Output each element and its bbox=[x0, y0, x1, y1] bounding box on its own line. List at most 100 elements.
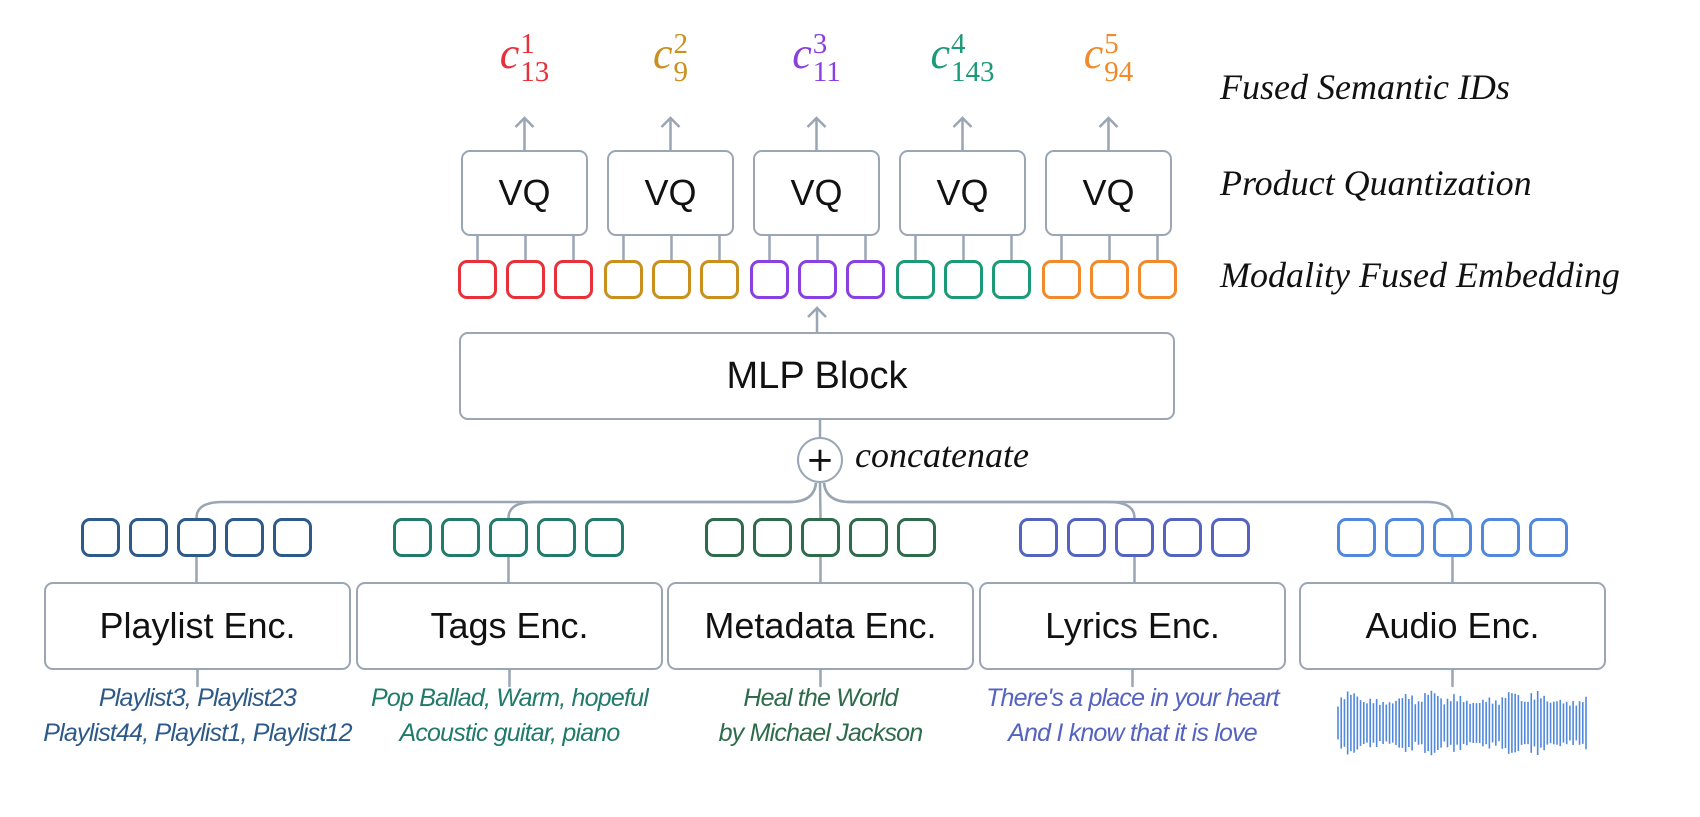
modality-embedding-cell bbox=[849, 518, 888, 557]
modality-embedding-cell bbox=[1337, 518, 1376, 557]
vq-box-5: VQ bbox=[1045, 150, 1172, 236]
modality-embedding-cell bbox=[1067, 518, 1106, 557]
fused-embedding-cell bbox=[846, 260, 885, 299]
fused-embedding-cell bbox=[506, 260, 545, 299]
input-line-2: by Michael Jackson bbox=[718, 719, 924, 747]
code-base: c bbox=[499, 29, 520, 78]
vq-box-4: VQ bbox=[899, 150, 1026, 236]
input-line-2: Acoustic guitar, piano bbox=[399, 719, 620, 747]
modality-embedding-cell bbox=[225, 518, 264, 557]
modality-embedding-cell bbox=[585, 518, 624, 557]
modality-embedding-cell bbox=[129, 518, 168, 557]
modality-embedding-cell bbox=[1433, 518, 1472, 557]
input-line-1: Pop Ballad, Warm, hopeful bbox=[371, 684, 649, 712]
modality-embedding-cell bbox=[1211, 518, 1250, 557]
modality-embedding-cell bbox=[753, 518, 792, 557]
modality-embedding-cell bbox=[801, 518, 840, 557]
code-base: c bbox=[792, 29, 812, 78]
fused-embedding-cell bbox=[458, 260, 497, 299]
fused-embedding-cell bbox=[700, 260, 739, 299]
modality-embedding-cell bbox=[1385, 518, 1424, 557]
input-line-1: There's a place in your heart bbox=[986, 684, 1280, 712]
input-line-2: Playlist44, Playlist1, Playlist12 bbox=[43, 719, 352, 747]
mlp-block: MLP Block bbox=[459, 332, 1175, 420]
code-base: c bbox=[930, 29, 951, 78]
vq-box-1: VQ bbox=[461, 150, 588, 236]
encoder-box-lyrics-enc: Lyrics Enc. bbox=[979, 582, 1286, 670]
code-base: c bbox=[652, 29, 673, 78]
modality-embedding-cell bbox=[441, 518, 480, 557]
code-subscript: 94 bbox=[1104, 55, 1134, 88]
code-superscript: 5 bbox=[1104, 27, 1119, 60]
code-subscript: 143 bbox=[951, 55, 995, 88]
fused-embedding-cell bbox=[992, 260, 1031, 299]
encoder-box-metadata-enc: Metadata Enc. bbox=[667, 582, 974, 670]
code-superscript: 2 bbox=[673, 27, 689, 60]
label-fused-semantic-ids: Fused Semantic IDs bbox=[1220, 67, 1510, 107]
vq-box-3: VQ bbox=[753, 150, 880, 236]
audio-waveform-icon bbox=[1337, 690, 1587, 756]
label-concatenate: concatenate bbox=[855, 435, 1029, 475]
code-superscript: 3 bbox=[812, 27, 828, 60]
modality-embedding-cell bbox=[705, 518, 744, 557]
code-subscript: 9 bbox=[673, 55, 689, 88]
modality-embedding-cell bbox=[1019, 518, 1058, 557]
fused-embedding-cell bbox=[944, 260, 983, 299]
fused-embedding-cell bbox=[1042, 260, 1081, 299]
embedding-to-concat-curve bbox=[822, 482, 1454, 519]
encoder-input-text: Heal the World by Michael Jackson bbox=[718, 681, 924, 751]
embedding-to-concat-curve bbox=[507, 482, 818, 519]
vq-output-arrow-3-head bbox=[806, 116, 827, 128]
mlp-output-arrow-head bbox=[807, 306, 827, 318]
input-line-2: And I know that it is love bbox=[1008, 719, 1258, 747]
modality-embedding-cell bbox=[1163, 518, 1202, 557]
code-superscript: 1 bbox=[520, 27, 535, 60]
encoder-box-tags-enc: Tags Enc. bbox=[356, 582, 663, 670]
modality-embedding-cell bbox=[177, 518, 216, 557]
modality-embedding-cell bbox=[537, 518, 576, 557]
fused-embedding-cell bbox=[750, 260, 789, 299]
fused-embedding-cell bbox=[554, 260, 593, 299]
embedding-to-concat-curve bbox=[822, 482, 1136, 519]
vq-output-arrow-4-head bbox=[952, 116, 973, 128]
label-product-quantization: Product Quantization bbox=[1220, 163, 1532, 203]
modality-embedding-cell bbox=[393, 518, 432, 557]
encoder-box-playlist-enc: Playlist Enc. bbox=[44, 582, 351, 670]
fused-embedding-cell bbox=[652, 260, 691, 299]
modality-embedding-cell bbox=[81, 518, 120, 557]
modality-embedding-cell bbox=[1529, 518, 1568, 557]
concatenate-plus-icon: + bbox=[797, 437, 843, 483]
fused-embedding-cell bbox=[604, 260, 643, 299]
modality-embedding-cell bbox=[1115, 518, 1154, 557]
code-base: c bbox=[1083, 29, 1104, 78]
modality-embedding-cell bbox=[489, 518, 528, 557]
modality-embedding-cell bbox=[273, 518, 312, 557]
embedding-to-concat-curve bbox=[195, 482, 818, 519]
vq-output-arrow-2-head bbox=[660, 116, 681, 128]
label-modality-fused-embedding: Modality Fused Embedding bbox=[1220, 255, 1620, 295]
fused-embedding-cell bbox=[896, 260, 935, 299]
code-subscript: 11 bbox=[812, 55, 841, 88]
fused-embedding-cell bbox=[1090, 260, 1129, 299]
modality-embedding-cell bbox=[897, 518, 936, 557]
code-subscript: 13 bbox=[520, 55, 550, 88]
input-line-1: Heal the World bbox=[743, 684, 898, 712]
vq-box-2: VQ bbox=[607, 150, 734, 236]
fused-embedding-cell bbox=[1138, 260, 1177, 299]
vq-output-arrow-5-head bbox=[1098, 116, 1119, 128]
code-superscript: 4 bbox=[951, 27, 966, 60]
